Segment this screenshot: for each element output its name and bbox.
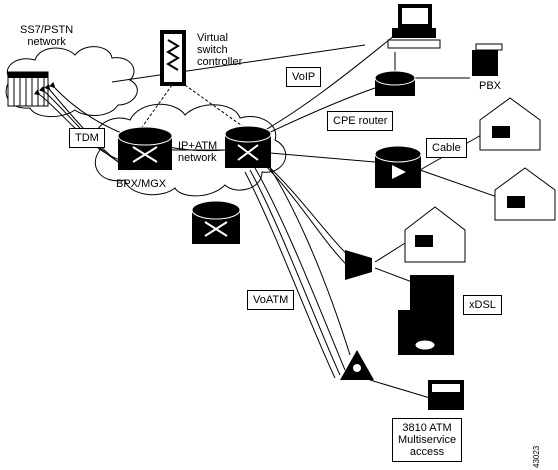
cable-router-icon <box>374 145 422 188</box>
office-building-icon <box>398 275 454 355</box>
figure-id: 43023 <box>532 445 541 468</box>
ip-atm-label: IP+ATM network <box>178 140 218 164</box>
atm-3810-device-icon <box>428 380 464 410</box>
workstation-icon <box>387 4 441 49</box>
atm-switch-icon <box>191 200 241 244</box>
bpx-mgx-label: BPX/MGX <box>116 178 167 190</box>
house-icon-cable-1 <box>479 97 541 151</box>
voip-label: VoIP <box>286 67 322 87</box>
bpx-mgx-switch-icon <box>117 126 173 170</box>
voatm-label: VoATM <box>247 290 295 310</box>
atm-multiservice-triangle-icon <box>340 350 374 380</box>
ss7-pstn-label: SS7/PSTN network <box>20 24 74 48</box>
dslam-icon <box>345 250 372 280</box>
atm-3810-label: 3810 ATM Multiservice access <box>392 418 463 462</box>
house-icon-cable-2 <box>494 167 556 221</box>
tdm-label: TDM <box>69 128 105 148</box>
house-icon-dsl <box>404 206 466 263</box>
connections <box>33 34 521 399</box>
cpe-router-label: CPE router <box>327 111 394 131</box>
virtual-switch-controller-icon <box>160 30 186 86</box>
pbx-label: PBX <box>479 80 502 92</box>
vsc-label: Virtual switch controller <box>197 32 243 68</box>
cable-label: Cable <box>426 138 467 158</box>
ip-atm-core-switch-icon <box>224 125 272 168</box>
xdsl-label: xDSL <box>463 295 502 315</box>
pstn-switch-icon <box>7 71 49 107</box>
cpe-router-icon <box>374 70 416 96</box>
pbx-icon <box>472 43 503 76</box>
